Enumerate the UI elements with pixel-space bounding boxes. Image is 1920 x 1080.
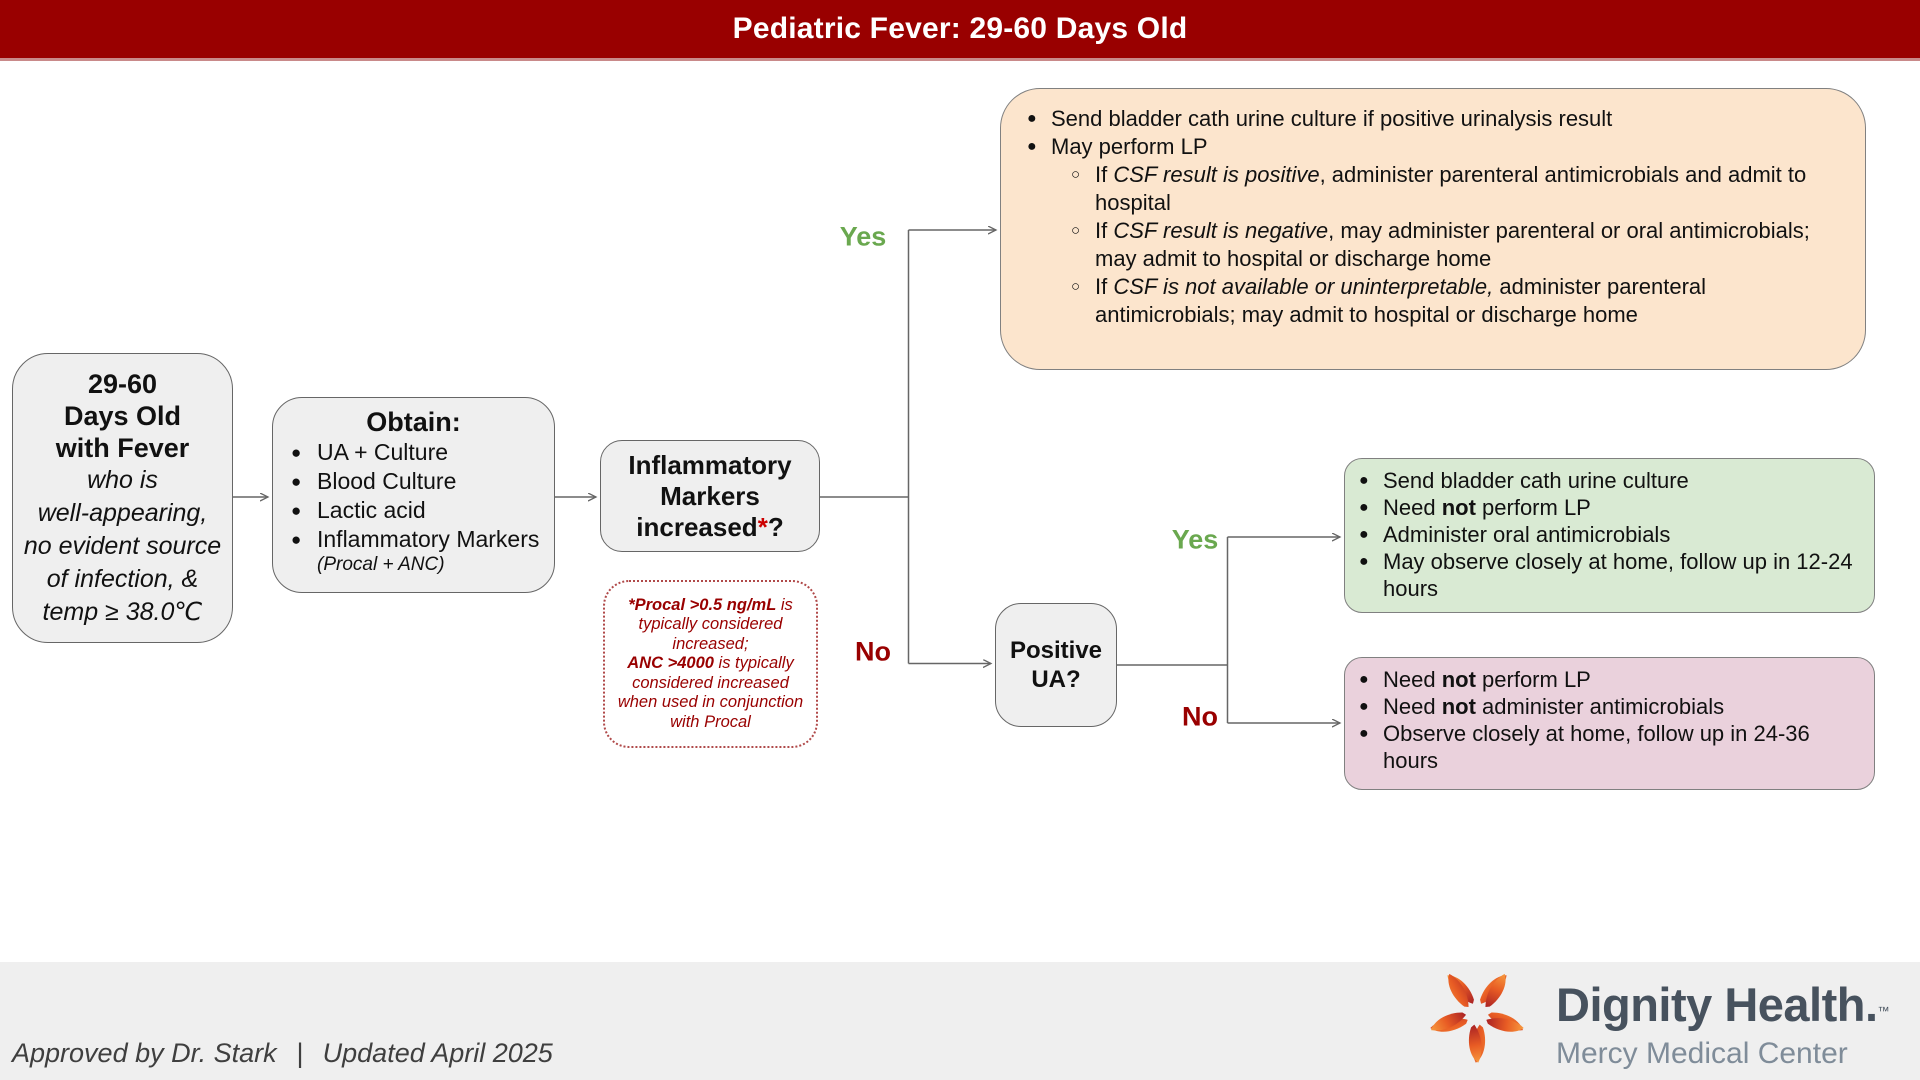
start-title-line: with Fever <box>55 432 190 463</box>
bullet-icon: ● <box>1027 138 1037 155</box>
outcome-positive-ua-node: ● Send bladder cath urine culture ● Need… <box>1344 458 1875 613</box>
list-item: ● UA + Culture <box>291 438 554 467</box>
separator: | <box>296 1038 304 1068</box>
approval-text: Approved by Dr. Stark | Updated April 20… <box>12 1038 553 1069</box>
footnote-text: *Procal >0.5 ng/mL is typically consider… <box>617 595 804 731</box>
brand-text-block: Dignity Health.™ Mercy Medical Center <box>1556 978 1890 1071</box>
sub-bullet-icon: ○ <box>1071 222 1081 239</box>
brand-name: Dignity Health.™ <box>1556 978 1890 1031</box>
obtain-title: Obtain: <box>366 407 461 437</box>
outcome-text: Observe closely at home, follow up in 24… <box>1383 721 1810 773</box>
title-bar: Pediatric Fever: 29-60 Days Old <box>0 0 1920 61</box>
outcome-text: Need not perform LP <box>1383 667 1591 692</box>
obtain-bullet-text: Blood Culture <box>317 468 457 494</box>
sub-bullet-icon: ○ <box>1071 166 1081 183</box>
start-subtitle-line: of infection, & <box>46 564 199 593</box>
obtain-bullet-text: Inflammatory Markers <box>317 526 540 552</box>
obtain-note: (Procal + ANC) <box>317 554 445 575</box>
list-item: ● Lactic acid <box>291 496 554 525</box>
updated-date: Updated April 2025 <box>322 1038 553 1068</box>
bullet-icon: ● <box>1359 472 1369 489</box>
decision-inflammatory-markers: Inflammatory Markers increased*? <box>600 440 820 552</box>
bullet-icon: ● <box>291 472 302 491</box>
list-item: ● Send bladder cath urine culture <box>1359 467 1860 494</box>
footer-bar <box>0 962 1920 1080</box>
bullet-icon: ● <box>291 443 302 462</box>
bullet-icon: ● <box>1359 526 1369 543</box>
outcome-negative-ua-node: ● Need not perform LP ● Need not adminis… <box>1344 657 1875 790</box>
outcome-text: Send bladder cath urine culture <box>1383 468 1689 493</box>
label-no-ua: No <box>1182 701 1218 732</box>
decision-line: Markers <box>660 480 760 511</box>
label-no-markers: No <box>855 636 891 667</box>
start-title-line: 29-60 <box>87 368 158 399</box>
list-item: ● Observe closely at home, follow up in … <box>1359 720 1860 774</box>
bullet-icon: ● <box>1359 499 1369 516</box>
bullet-icon: ● <box>1359 553 1369 570</box>
decision-positive-ua: Positive UA? <box>995 603 1117 727</box>
outcome-text: Need not perform LP <box>1383 495 1591 520</box>
outcome-text: If CSF is not available or uninterpretab… <box>1095 274 1707 327</box>
list-item: ● Inflammatory Markers <box>291 525 554 554</box>
list-item: ● Blood Culture <box>291 467 554 496</box>
list-item: ● Send bladder cath urine culture if pos… <box>1027 105 1845 133</box>
outcome-text: Administer oral antimicrobials <box>1383 522 1671 547</box>
bullet-icon: ● <box>1359 725 1369 742</box>
start-subtitle-line: no evident source <box>23 531 222 560</box>
sub-bullet-icon: ○ <box>1071 278 1081 295</box>
approved-by: Approved by Dr. Stark <box>12 1038 277 1068</box>
dignity-logo: Dignity Health.™ Mercy Medical Center <box>1426 963 1890 1071</box>
list-item: ○ If CSF result is negative, may adminis… <box>1071 217 1845 273</box>
start-subtitle-line: well-appearing, <box>37 498 208 527</box>
outcome-text: If CSF result is positive, administer pa… <box>1095 162 1807 215</box>
obtain-node: Obtain: ● UA + Culture ● Blood Culture ●… <box>272 397 555 593</box>
brand-subname: Mercy Medical Center <box>1556 1037 1848 1070</box>
trademark-symbol: ™ <box>1877 1004 1890 1018</box>
list-item: ○ If CSF result is positive, administer … <box>1071 161 1845 217</box>
outcome-lp-node: ● Send bladder cath urine culture if pos… <box>1000 88 1866 370</box>
bullet-icon: ● <box>291 501 302 520</box>
start-subtitle-line: who is <box>87 465 158 494</box>
flower-icon <box>1426 963 1528 1070</box>
list-item: ● Need not administer antimicrobials <box>1359 693 1860 720</box>
outcome-text: Need not administer antimicrobials <box>1383 694 1725 719</box>
decision-line: Inflammatory <box>628 449 792 480</box>
bullet-icon: ● <box>291 530 302 549</box>
outcome-text: May observe closely at home, follow up i… <box>1383 549 1853 601</box>
bullet-icon: ● <box>1359 671 1369 688</box>
list-item: ● Need not perform LP <box>1359 494 1860 521</box>
list-item: ● May perform LP <box>1027 133 1845 161</box>
label-yes-ua: Yes <box>1171 524 1219 555</box>
outcome-text: Send bladder cath urine culture if posit… <box>1051 106 1613 131</box>
list-item: ● May observe closely at home, follow up… <box>1359 548 1860 602</box>
decision-line: increased*? <box>636 511 784 542</box>
list-item: ● Administer oral antimicrobials <box>1359 521 1860 548</box>
start-title-line: Days Old <box>63 400 182 431</box>
label-yes-markers: Yes <box>839 221 887 252</box>
decision-line: UA? <box>1031 666 1081 693</box>
decision-line: Positive <box>1009 637 1103 664</box>
list-item: ○ If CSF is not available or uninterpret… <box>1071 273 1845 329</box>
start-node: 29-60 Days Old with Fever who is well-ap… <box>12 353 233 643</box>
obtain-bullet-text: Lactic acid <box>317 497 426 523</box>
bullet-icon: ● <box>1027 110 1037 127</box>
obtain-bullet-text: UA + Culture <box>317 439 449 465</box>
list-item: ● Need not perform LP <box>1359 666 1860 693</box>
outcome-text: May perform LP <box>1051 134 1208 159</box>
footnote-asterisk: * <box>757 511 768 542</box>
outcome-text: If CSF result is negative, may administe… <box>1095 218 1810 271</box>
footnote-procal: *Procal >0.5 ng/mL is typically consider… <box>603 580 818 748</box>
bullet-icon: ● <box>1359 698 1369 715</box>
page-title: Pediatric Fever: 29-60 Days Old <box>732 12 1188 45</box>
start-subtitle-line: temp ≥ 38.0℃ <box>42 597 203 626</box>
